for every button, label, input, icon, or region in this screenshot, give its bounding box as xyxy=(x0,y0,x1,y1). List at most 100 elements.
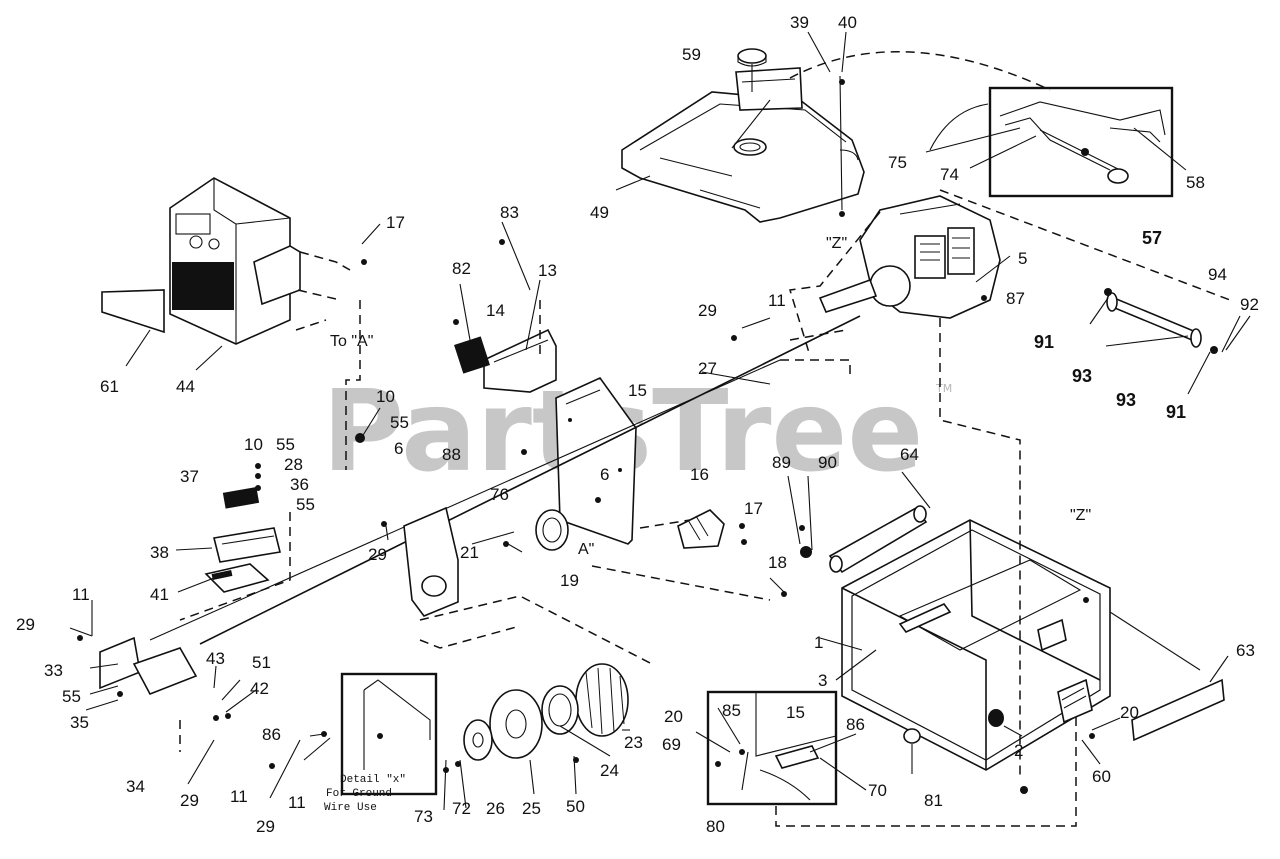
ring-24 xyxy=(541,685,579,735)
callout-29b: 29 xyxy=(368,545,387,564)
detail-x-box xyxy=(340,672,438,796)
callout-86b: 86 xyxy=(846,715,865,734)
callout-93a: 93 xyxy=(1072,366,1092,386)
callout-80: 80 xyxy=(706,817,725,836)
callout-19: 19 xyxy=(560,571,579,590)
callout-91a: 91 xyxy=(1034,332,1054,352)
callout-16: 16 xyxy=(690,465,709,484)
callout-10a: 10 xyxy=(376,387,395,406)
callout-11a: 11 xyxy=(768,291,786,310)
callout-29c: 29 xyxy=(16,615,35,634)
callout-10b: 10 xyxy=(244,435,263,454)
callout-89: 89 xyxy=(772,453,791,472)
callout-55b: 55 xyxy=(276,435,295,454)
callout-39: 39 xyxy=(790,13,809,32)
callout-61: 61 xyxy=(100,377,119,396)
callout-40: 40 xyxy=(838,13,857,32)
callout-2: 2 xyxy=(1014,741,1023,760)
ground-detail-box xyxy=(706,690,838,806)
callout-83: 83 xyxy=(500,203,519,222)
detail-x-line3: Wire Use xyxy=(324,802,377,814)
callout-69: 69 xyxy=(662,735,681,754)
callout-51: 51 xyxy=(252,653,271,672)
washer-26 xyxy=(463,719,493,761)
callout-58: 58 xyxy=(1186,173,1205,192)
callout-20b: 20 xyxy=(1120,703,1139,722)
callout-36: 36 xyxy=(290,475,309,494)
callout-64: 64 xyxy=(900,445,919,464)
callout-57: 57 xyxy=(1142,228,1162,248)
handle-64 xyxy=(828,505,928,574)
callout-24: 24 xyxy=(600,761,619,780)
callout-43: 43 xyxy=(206,649,225,668)
callout-29a: 29 xyxy=(698,301,717,320)
callout-75: 75 xyxy=(888,153,907,172)
callout-85: 85 xyxy=(722,701,741,720)
callout-70: 70 xyxy=(868,781,887,800)
frame-assembly xyxy=(841,519,1111,771)
control-panel-box xyxy=(169,177,301,345)
callout-11d: 11 xyxy=(288,793,306,812)
callout-11c: 11 xyxy=(230,787,248,806)
ref-z-top: "Z" xyxy=(826,235,847,252)
callout-92: 92 xyxy=(1240,295,1259,314)
detail-x-title: Detail "x" xyxy=(340,774,406,786)
callout-55a: 55 xyxy=(390,413,409,432)
callout-44: 44 xyxy=(176,377,195,396)
callout-91b: 91 xyxy=(1166,402,1186,422)
ref-z-frame: "Z" xyxy=(1070,507,1091,524)
callout-49: 49 xyxy=(590,203,609,222)
rectifier-14 xyxy=(454,336,490,374)
callout-81: 81 xyxy=(924,791,943,810)
bracket-37 xyxy=(222,486,260,509)
callout-15a: 15 xyxy=(628,381,647,400)
callout-88: 88 xyxy=(442,445,461,464)
callout-55c: 55 xyxy=(296,495,315,514)
callout-17b: 17 xyxy=(744,499,763,518)
ref-a-mark: A" xyxy=(578,541,594,558)
reference-marks: "Z" "Z" To "A" A" xyxy=(330,235,1091,558)
callout-11b: 11 xyxy=(72,585,90,604)
ref-to-a: To "A" xyxy=(330,333,373,350)
callout-59: 59 xyxy=(682,45,701,64)
callout-27: 27 xyxy=(698,359,717,378)
callout-14: 14 xyxy=(486,301,505,320)
callout-37: 37 xyxy=(180,467,199,486)
callout-41: 41 xyxy=(150,585,169,604)
engine xyxy=(818,195,1001,319)
callout-labels: 59 39 40 75 74 58 57 49 5 87 94 92 91 93… xyxy=(16,13,1259,836)
hardware-dots xyxy=(77,259,1095,794)
callout-29e: 29 xyxy=(256,817,275,836)
detail-x-line2: For Ground xyxy=(326,788,392,800)
callout-34: 34 xyxy=(126,777,145,796)
callout-6a: 6 xyxy=(394,439,403,458)
stator-23 xyxy=(575,663,629,737)
callout-20a: 20 xyxy=(664,707,683,726)
callout-33: 33 xyxy=(44,661,63,680)
callout-50: 50 xyxy=(566,797,585,816)
leader-lines xyxy=(69,31,1251,811)
receptacle-41 xyxy=(204,563,270,593)
adapter-plate-88 xyxy=(403,506,459,617)
callout-82: 82 xyxy=(452,259,471,278)
callout-3: 3 xyxy=(818,671,827,690)
callout-6b: 6 xyxy=(600,465,609,484)
callout-13: 13 xyxy=(538,261,557,280)
callout-94: 94 xyxy=(1208,265,1227,284)
foot-81 xyxy=(903,728,921,774)
bracket-38 xyxy=(213,527,281,563)
callout-35: 35 xyxy=(70,713,89,732)
callout-17a: 17 xyxy=(386,213,405,232)
callout-93b: 93 xyxy=(1116,390,1136,410)
callout-42: 42 xyxy=(250,679,269,698)
callout-55d: 55 xyxy=(62,687,81,706)
callout-86a: 86 xyxy=(262,725,281,744)
callout-23: 23 xyxy=(624,733,643,752)
axle-assembly xyxy=(1104,288,1218,354)
callout-90: 90 xyxy=(818,453,837,472)
dashed-routes xyxy=(179,211,881,752)
bearing-19 xyxy=(535,509,569,551)
callout-60: 60 xyxy=(1092,767,1111,786)
fuel-gauge-bracket xyxy=(735,67,803,111)
